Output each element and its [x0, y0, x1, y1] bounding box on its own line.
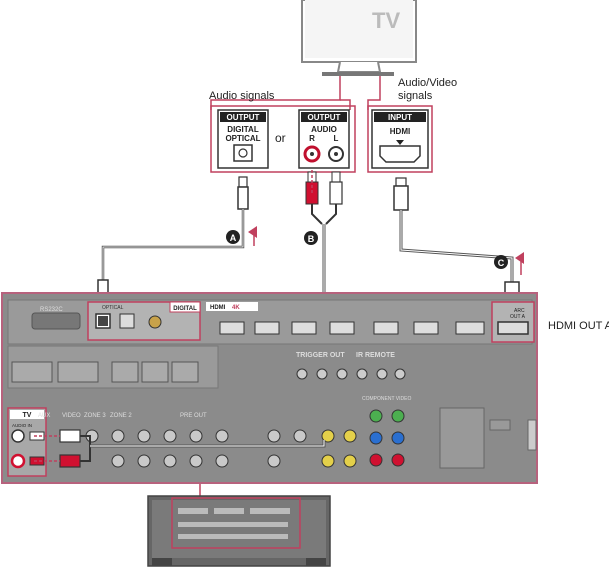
tv-base [322, 72, 394, 76]
video-panel-label: VIDEO [62, 413, 81, 419]
out-a-panel-label: OUT A [510, 314, 526, 320]
receiver-panel: RS232C OPTICAL DIGITAL HDMI 4K ARC OUT A [1, 292, 538, 484]
tv-analog-output: OUTPUT AUDIO R L [298, 109, 350, 169]
tv-label: TV [372, 8, 400, 33]
tv-hdmi-input: INPUT HDMI [371, 109, 429, 169]
tv-stand [336, 61, 382, 73]
pre-out-panel-label: PRE OUT [180, 413, 207, 419]
hdmi-panel-label: HDMI [210, 305, 226, 311]
audio-in-panel-label: AUDIO IN [12, 423, 32, 428]
av-signals-label-1: Audio/Video [398, 77, 457, 89]
cable-c: C [393, 177, 524, 315]
cable-b-label: B [308, 234, 315, 244]
optical-line2: OPTICAL [225, 134, 260, 143]
zone2-panel-label: ZONE 2 [110, 413, 132, 419]
av-signals-label-2: signals [398, 90, 433, 102]
analog-line1: AUDIO [311, 125, 337, 134]
arc-panel-label: ARC [514, 308, 525, 314]
ir-remote-label: IR REMOTE [356, 352, 395, 359]
tv-optical-output: OUTPUT DIGITAL OPTICAL [217, 109, 269, 169]
optical-header: OUTPUT [227, 113, 260, 122]
receiver-thumbnail [147, 495, 331, 567]
aux-panel-label: AUX [38, 413, 50, 419]
optical-panel-label: OPTICAL [102, 305, 124, 311]
or-label: or [275, 131, 286, 145]
cable-c-label: C [498, 258, 505, 268]
cable-a-badge [226, 230, 240, 244]
hdmi-header: INPUT [388, 113, 412, 122]
cable-a: A [97, 176, 257, 311]
rca-plugs-into-receiver [29, 429, 326, 468]
hdmi-4k-label: 4K [232, 305, 240, 311]
hdmi-jack [379, 145, 421, 163]
digital-panel-label: DIGITAL [173, 306, 197, 312]
audio-output-group [210, 105, 356, 173]
av-input-group [367, 105, 433, 173]
audio-signals-label: Audio signals [209, 90, 275, 102]
analog-header: OUTPUT [308, 113, 341, 122]
hdmi-line1: HDMI [390, 127, 410, 136]
component-video-panel-label: COMPONENT VIDEO [362, 396, 411, 402]
optical-line1: DIGITAL [227, 125, 259, 134]
zone3-panel-label: ZONE 3 [84, 413, 106, 419]
cable-b-badge [304, 231, 318, 245]
trigger-out-label: TRIGGER OUT [296, 352, 345, 359]
cable-c-badge [494, 255, 508, 269]
tv-panel-label: TV [23, 412, 32, 419]
tv: TV [301, 0, 417, 76]
cable-a-label: A [230, 233, 237, 243]
rs232c-label: RS232C [40, 307, 63, 313]
analog-r: R [309, 134, 315, 143]
hdmi-out-a-label: HDMI OUT A [548, 320, 609, 332]
analog-l: L [334, 134, 339, 143]
